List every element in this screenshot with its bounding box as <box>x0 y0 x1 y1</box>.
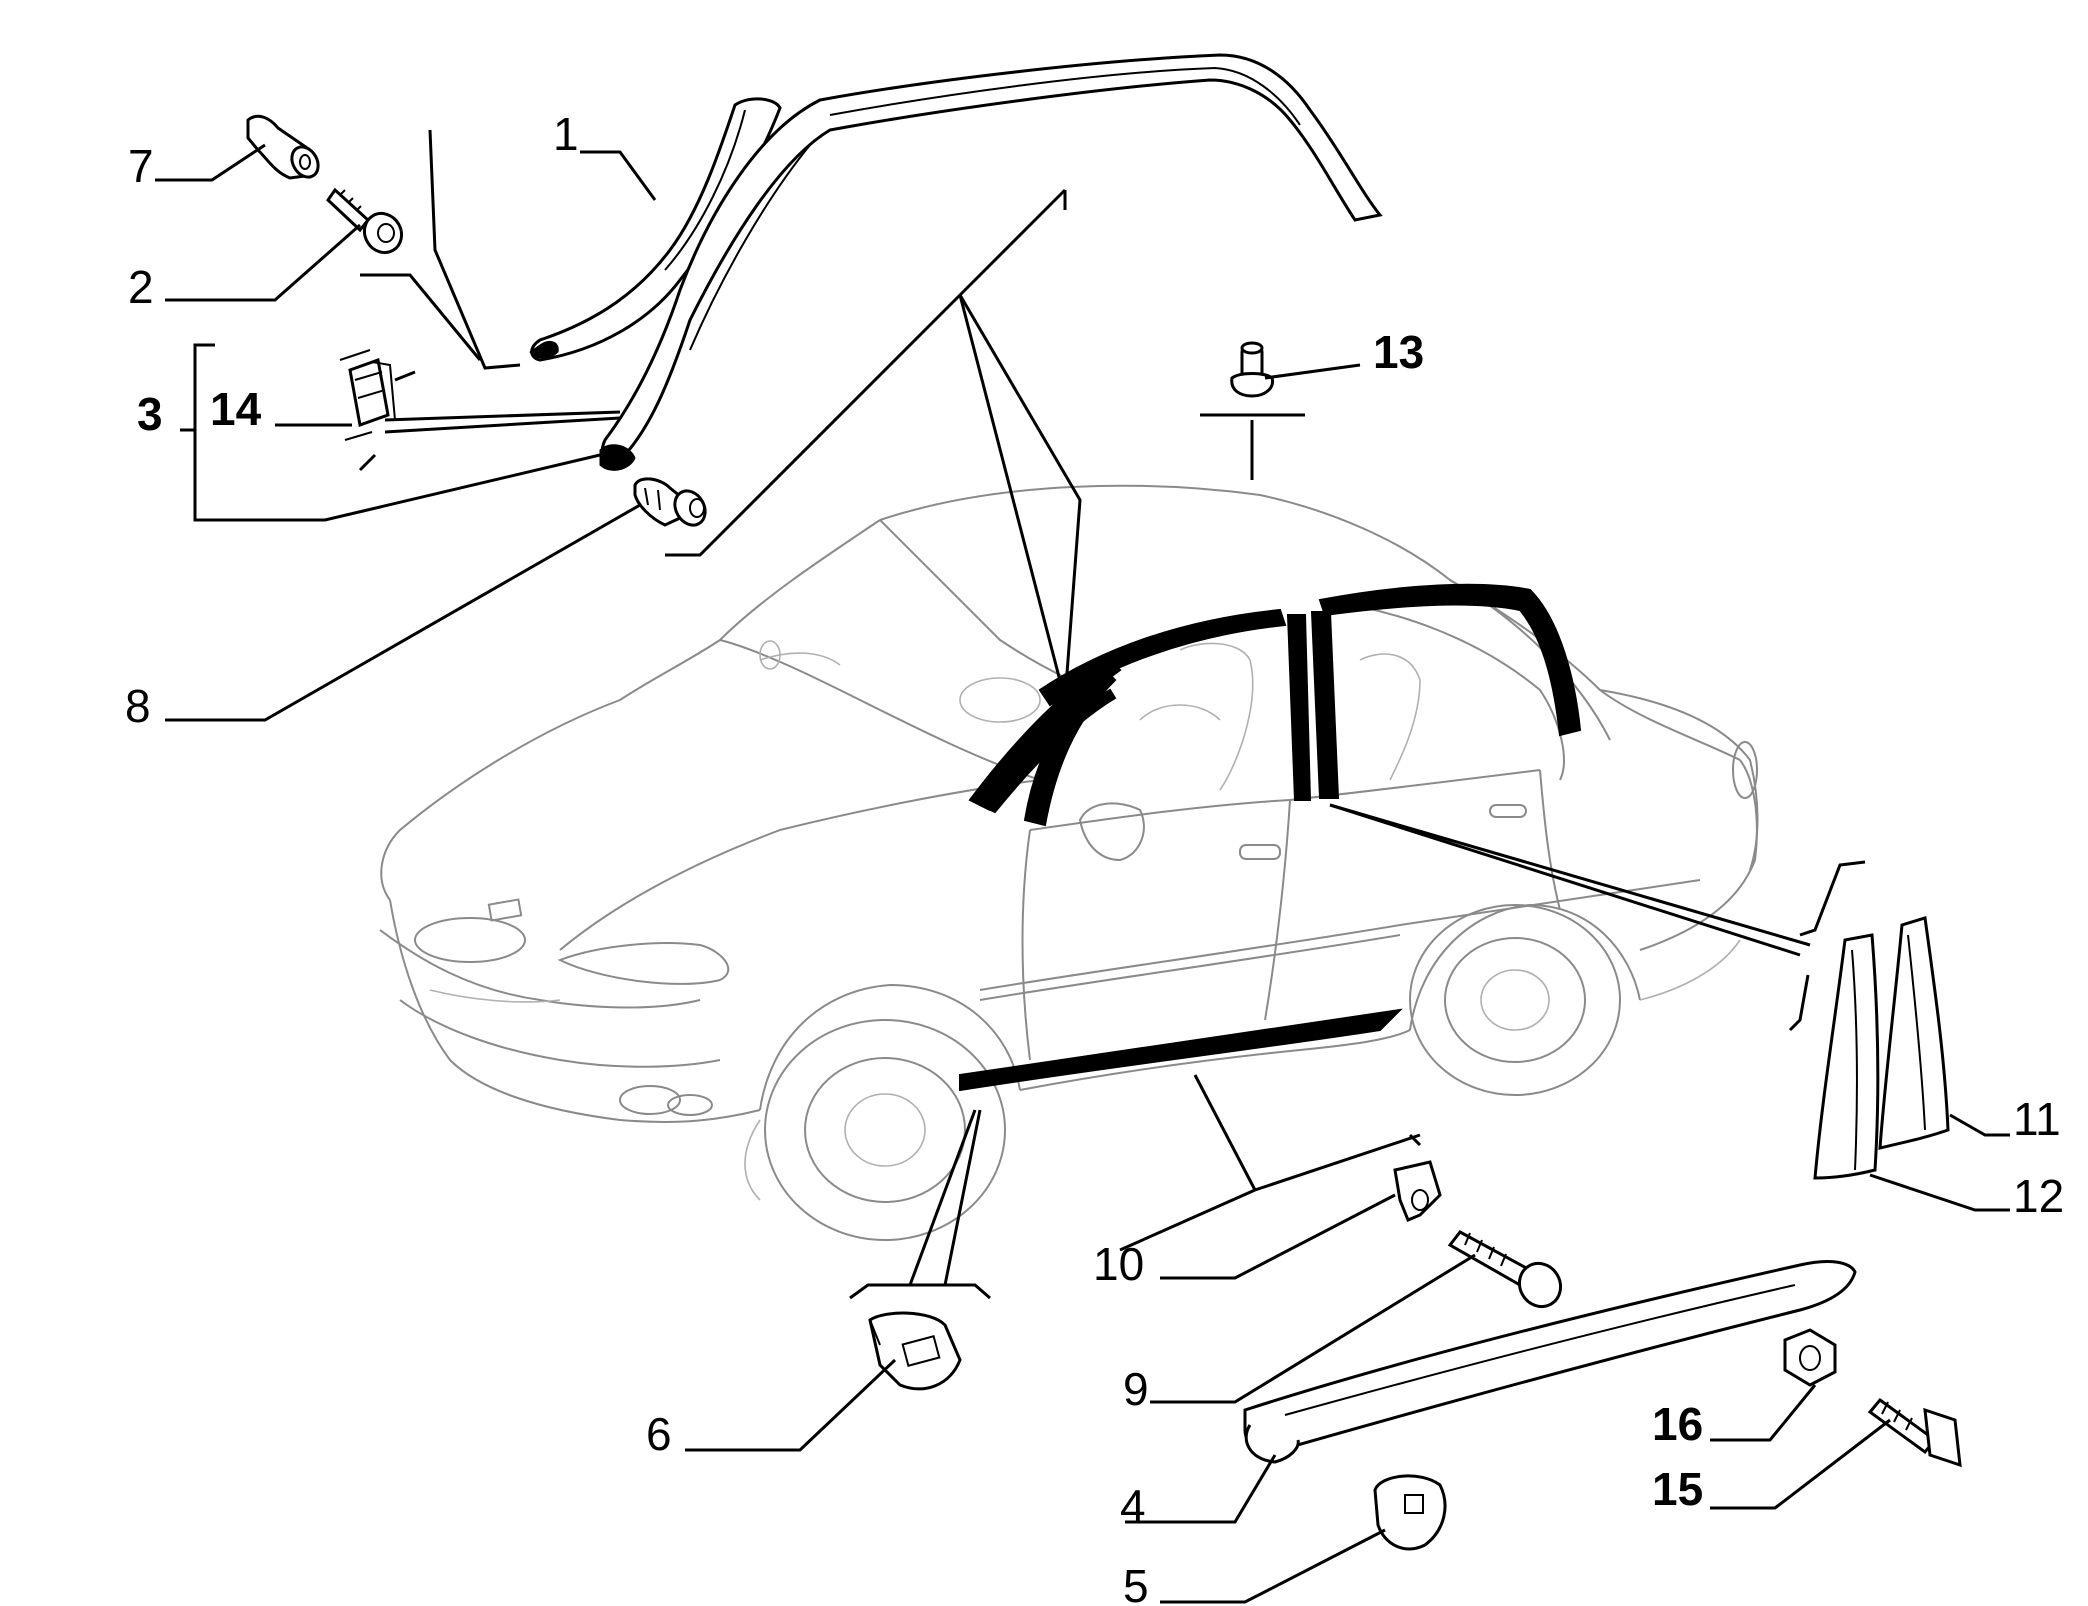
front-door-frame-seal <box>1023 668 1117 827</box>
callout-2: 2 <box>128 261 154 313</box>
car-seals <box>959 583 1582 1092</box>
part-7-plug <box>246 114 320 180</box>
part-11-pillar-trim <box>1878 916 1950 1150</box>
callout-14: 14 <box>210 383 262 435</box>
callout-3: 3 <box>137 388 163 440</box>
part-13-clip <box>1230 341 1275 398</box>
callout-4: 4 <box>1120 1480 1146 1532</box>
part-6-clip <box>868 1311 962 1391</box>
b-pillar-strip-rear <box>1310 611 1340 799</box>
callout-1: 1 <box>553 108 579 160</box>
callout-16: 16 <box>1652 1398 1703 1450</box>
car-outline <box>379 484 1759 1241</box>
callout-5: 5 <box>1123 1560 1149 1606</box>
part-4-sill-molding <box>1243 1260 1857 1464</box>
callout-7: 7 <box>128 140 154 192</box>
part-16-nut <box>1783 1328 1837 1387</box>
leader-lines <box>155 129 2010 1604</box>
part-14-clip <box>339 349 396 441</box>
part-1-a-pillar-trim <box>530 97 782 362</box>
callout-9: 9 <box>1123 1363 1149 1415</box>
part-3-roof-molding <box>529 53 1383 471</box>
b-pillar-strip-front <box>1286 614 1312 801</box>
callout-10: 10 <box>1093 1238 1144 1290</box>
part-9-screw <box>1447 1230 1563 1309</box>
part-12-pillar-trim <box>1813 933 1880 1180</box>
part-10-spring-nut <box>1393 1160 1442 1222</box>
part-5-fastener <box>1373 1474 1447 1551</box>
callout-labels: 1 2 3 4 5 6 7 8 9 10 11 12 13 14 15 16 <box>125 108 2064 1606</box>
callout-12: 12 <box>2013 1170 2064 1222</box>
sill-seal <box>959 1008 1403 1092</box>
callout-8: 8 <box>125 680 151 732</box>
callout-6: 6 <box>646 1408 672 1460</box>
part-15-bolt <box>1867 1397 1962 1468</box>
callout-15: 15 <box>1652 1463 1703 1515</box>
part-8-rivet <box>633 477 707 527</box>
part-2-screw <box>326 187 404 255</box>
rear-door-top-seal <box>1318 583 1582 737</box>
callout-13: 13 <box>1373 326 1424 378</box>
callout-11: 11 <box>2013 1093 2061 1145</box>
